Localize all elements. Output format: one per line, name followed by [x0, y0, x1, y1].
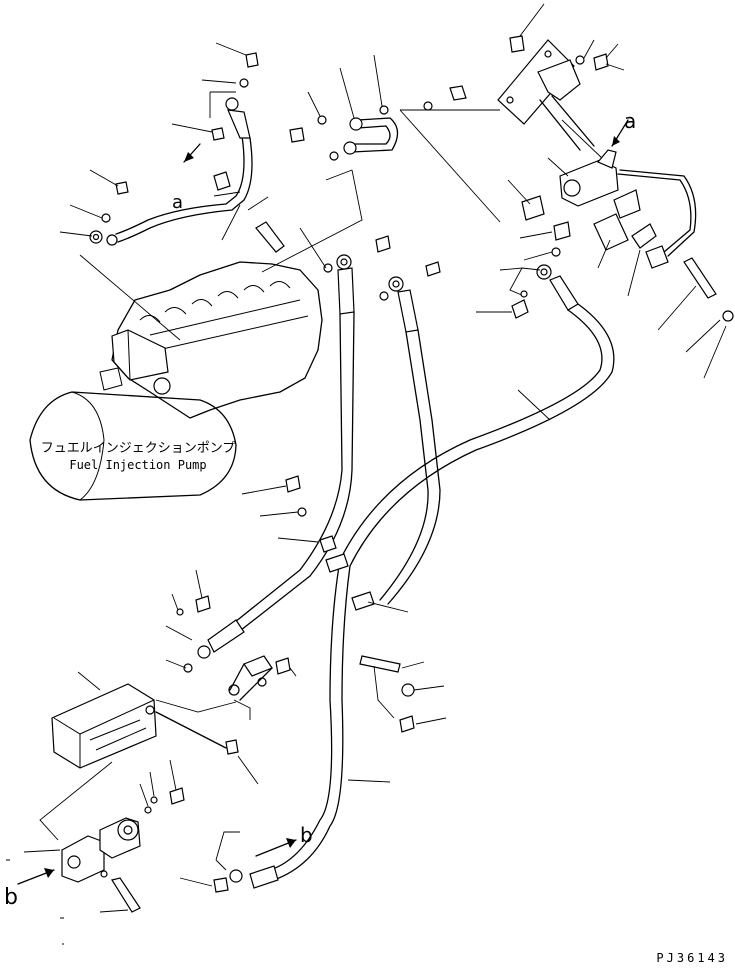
- marker-a-left: a: [172, 192, 183, 213]
- middle-left-fittings: [165, 569, 297, 720]
- top-right-assembly: a: [476, 3, 734, 379]
- pump-label-en: Fuel Injection Pump: [69, 458, 206, 472]
- fuel-injection-pump: フュエルインジェクションポンプ Fuel Injection Pump: [29, 261, 323, 501]
- pump-label-jp: フュエルインジェクションポンプ: [41, 441, 236, 456]
- pipe-top-center: [261, 54, 501, 273]
- bottom-left-fitting: b: [4, 759, 185, 945]
- bottom-left-block: [39, 671, 259, 841]
- marker-b-bottom: b: [300, 823, 313, 847]
- pipe-center-right: [379, 261, 441, 605]
- pipe-clamps: [241, 475, 447, 733]
- pipe-top-left: a: [59, 42, 285, 341]
- drawing-number: PJ36143: [656, 951, 728, 965]
- marker-a-right: a: [624, 109, 636, 133]
- pipe-center-long: [183, 227, 391, 673]
- marker-b-left: b: [4, 885, 18, 910]
